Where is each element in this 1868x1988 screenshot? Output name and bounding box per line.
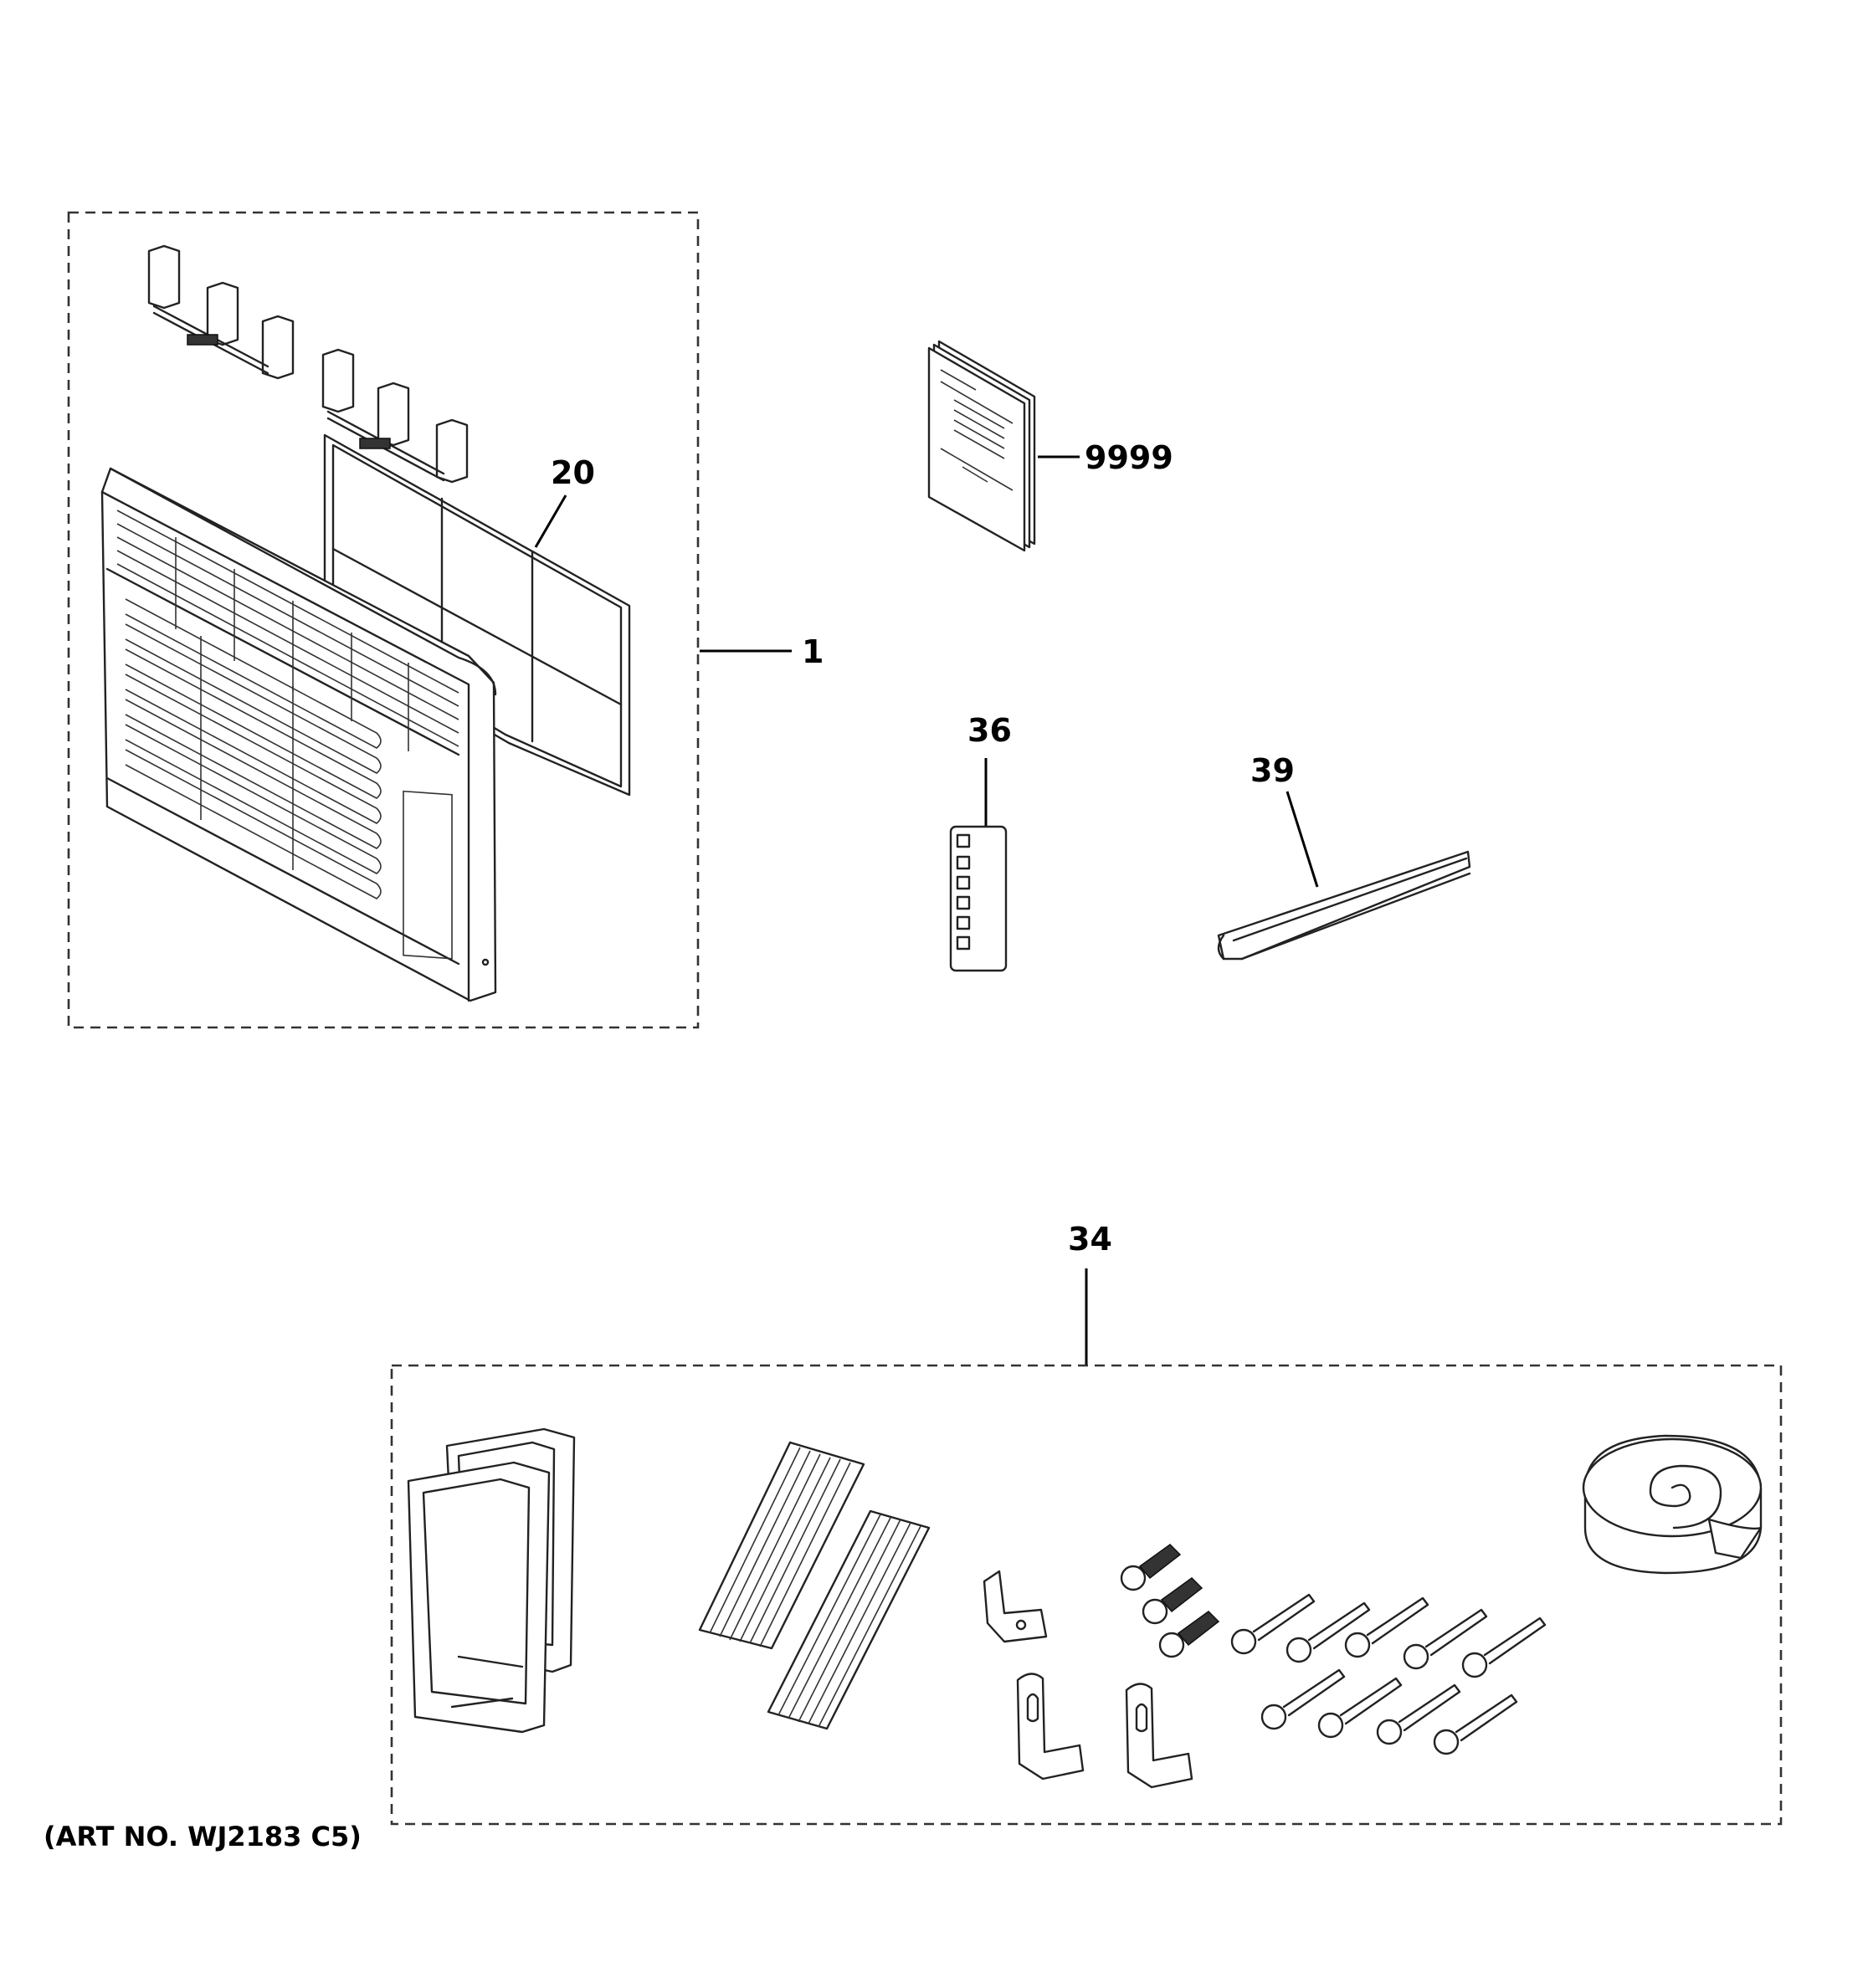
- side-curtain-frame-icon: [407, 1427, 576, 1734]
- callout-20: 20: [551, 454, 595, 491]
- callout-9999: 9999: [1085, 439, 1173, 476]
- callout-34: 34: [1068, 1221, 1112, 1258]
- remote-control-icon: [949, 825, 1008, 972]
- accordion-panel-icon: [698, 1441, 931, 1730]
- screw-icon: [1120, 1544, 1547, 1755]
- foam-seal-roll-icon: [1582, 1434, 1763, 1575]
- callout-1: 1: [802, 633, 824, 670]
- art-number: (ART NO. WJ2183 C5): [44, 1821, 362, 1852]
- front-grille-icon: [100, 467, 497, 1002]
- filter-clip-icon: [147, 244, 469, 484]
- callout-39: 39: [1250, 752, 1295, 789]
- callout-36: 36: [967, 712, 1012, 749]
- bracket-icon: [983, 1570, 1193, 1789]
- grille-assembly-dashed-box: [67, 211, 700, 1029]
- manual-icon: [927, 340, 1036, 552]
- installation-kit-dashed-box: [390, 1364, 1783, 1826]
- drain-channel-icon: [1217, 850, 1471, 961]
